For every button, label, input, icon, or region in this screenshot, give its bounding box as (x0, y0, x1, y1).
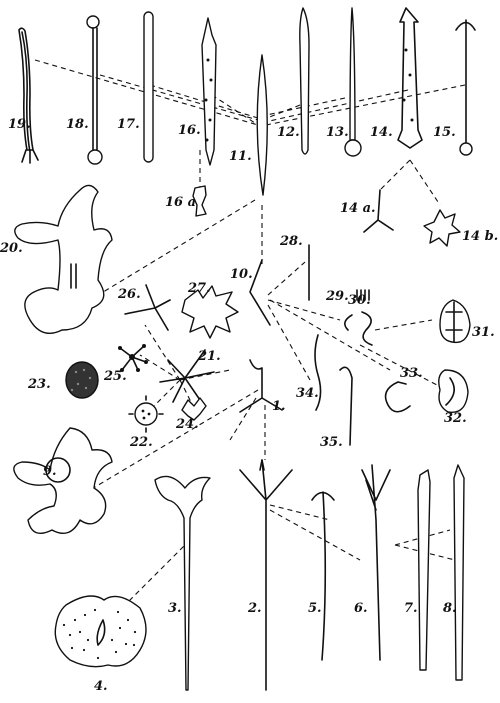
label-8: 8. (443, 601, 457, 616)
label-9: 9. (43, 464, 57, 479)
spicule-14 (397, 7, 423, 149)
connector-lines (34, 59, 466, 611)
spicule-14a (363, 189, 394, 233)
label-13: 13. (326, 125, 349, 140)
label-19: 19. (8, 117, 31, 132)
spicule-4 (54, 595, 147, 668)
spicule-5 (311, 491, 335, 661)
label-15: 15. (433, 125, 456, 140)
spicule-2 (239, 459, 293, 691)
label-20: 20. (0, 241, 23, 256)
spicule-16 (201, 17, 217, 166)
spicule-15 (455, 19, 476, 156)
label-22: 22. (129, 435, 153, 450)
label-7: 7. (404, 601, 418, 616)
label-26: 26. (117, 287, 141, 302)
spicule-1 (239, 359, 283, 413)
spicule-20 (14, 184, 113, 334)
figure-labels: 19. 18. 17. 16. 16 a 11. 12. 13. 14. 15.… (0, 117, 498, 694)
spicule-31 (439, 299, 471, 344)
label-28: 28. (279, 234, 303, 249)
label-4: 4. (94, 679, 108, 694)
spicule-22 (128, 395, 164, 433)
spicule-16a (192, 185, 207, 217)
label-30: 30. (348, 293, 371, 308)
spicule-35 (339, 366, 353, 446)
spicule-17 (143, 11, 154, 163)
label-16a: 16 a (165, 195, 196, 210)
label-34: 34. (296, 386, 319, 401)
spicule-32 (438, 369, 469, 414)
spicule-6 (361, 464, 391, 661)
spicule-19 (18, 27, 39, 164)
spicule-13 (344, 7, 362, 157)
label-10: 10. (230, 267, 253, 282)
label-11: 11. (229, 149, 252, 164)
spicule-24 (181, 397, 207, 421)
label-25: 25. (103, 369, 127, 384)
spicule-10 (249, 259, 271, 326)
spicule-14b (423, 209, 461, 247)
label-14b: 14 b. (462, 229, 498, 244)
label-23: 23. (27, 377, 51, 392)
spicule-11 (256, 54, 268, 196)
spicule-23 (65, 361, 99, 399)
spicule-27 (181, 285, 239, 339)
label-14: 14. (370, 125, 393, 140)
label-24: 24. (175, 417, 199, 432)
label-1: 1. (272, 399, 286, 414)
spicule-21 (159, 349, 215, 403)
spicule-12 (299, 7, 310, 155)
spicule-30 (344, 311, 373, 346)
spicule-3 (154, 475, 211, 691)
label-31: 31. (472, 325, 495, 340)
spicule-18 (86, 15, 103, 165)
label-33: 33. (400, 366, 423, 381)
label-35: 35. (320, 435, 343, 450)
spicule-33 (384, 381, 411, 413)
spicule-7 (417, 469, 431, 671)
label-2: 2. (247, 601, 262, 616)
label-32: 32. (444, 411, 467, 426)
label-29: 29. (325, 289, 349, 304)
label-6: 6. (354, 601, 368, 616)
spicule-25 (118, 344, 148, 372)
label-14a: 14 a. (340, 201, 376, 216)
spicule-9 (13, 427, 113, 534)
label-17: 17. (117, 117, 140, 132)
label-3: 3. (168, 601, 182, 616)
label-18: 18. (66, 117, 89, 132)
spicule-34 (314, 334, 322, 411)
label-21: 21. (197, 349, 221, 364)
label-5: 5. (308, 601, 322, 616)
label-27: 27. (187, 281, 211, 296)
label-12: 12. (277, 125, 300, 140)
spicule-8 (453, 464, 465, 681)
label-16: 16. (178, 123, 201, 138)
spicule-29 (356, 289, 370, 301)
spicule-26 (124, 284, 171, 331)
